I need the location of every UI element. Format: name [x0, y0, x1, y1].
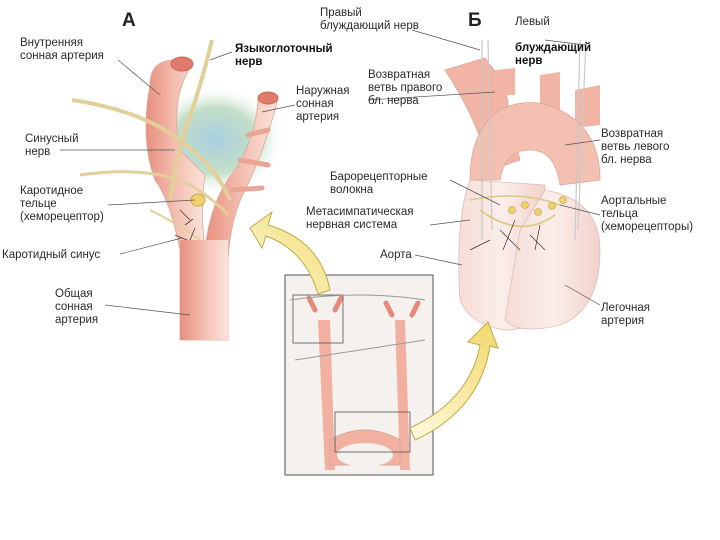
- panel-b-drawing: [444, 39, 601, 331]
- external-carotid-lumen: [257, 91, 279, 105]
- panel-letter-a: А: [122, 10, 136, 31]
- inset-zoom-b: [334, 411, 411, 453]
- internal-carotid-lumen: [170, 56, 194, 72]
- label-aortic-bodies: Аортальные тельца (хеморецепторы): [601, 195, 694, 233]
- arrow-to-panel-a: [249, 210, 331, 295]
- label-pulmonary-artery: Легочная артерия: [601, 302, 650, 327]
- inset-zoom-a: [292, 294, 344, 344]
- arrow-to-panel-b: [409, 321, 499, 441]
- label-left-vagus: Левый блуждающий нерв: [515, 3, 591, 68]
- aortic-bodies: [508, 196, 567, 216]
- label-internal-carotid: Внутренняя сонная артерия: [20, 37, 104, 62]
- label-sinus-nerve: Синусный нерв: [25, 133, 79, 158]
- label-common-carotid: Общая сонная артерия: [55, 288, 99, 326]
- label-carotid-sinus: Каротидный синус: [2, 249, 101, 261]
- label-glossopharyngeal-nerve: Языкоглоточный нерв: [235, 43, 333, 68]
- center-inset: [284, 274, 434, 476]
- panel-a-drawing: [71, 39, 285, 341]
- sinus-nerve-fiber: [71, 98, 232, 201]
- label-external-carotid: Наружная сонная артерия: [296, 85, 350, 123]
- label-recurrent-left: Возвратная ветвь левого бл. нерва: [601, 128, 670, 166]
- panel-letter-b: Б: [468, 10, 482, 31]
- label-baroreceptor-fibers: Барорецепторные волокна: [330, 171, 428, 196]
- common-carotid-artery: [180, 240, 228, 340]
- leader-lines: [60, 29, 601, 316]
- label-carotid-body: Каротидное тельце (хеморецептор): [20, 185, 104, 223]
- label-aorta: Аорта: [380, 249, 412, 261]
- label-right-vagus: Правый блуждающий нерв: [320, 7, 419, 32]
- label-left-vagus-line1: Левый: [515, 16, 550, 28]
- label-metasympathetic: Метасимпатическая нервная система: [306, 206, 414, 231]
- label-left-vagus-line2: блуждающий нерв: [515, 42, 592, 67]
- pulmonary-artery-body: [504, 189, 601, 330]
- label-recurrent-right: Возвратная ветвь правого бл. нерва: [368, 69, 443, 107]
